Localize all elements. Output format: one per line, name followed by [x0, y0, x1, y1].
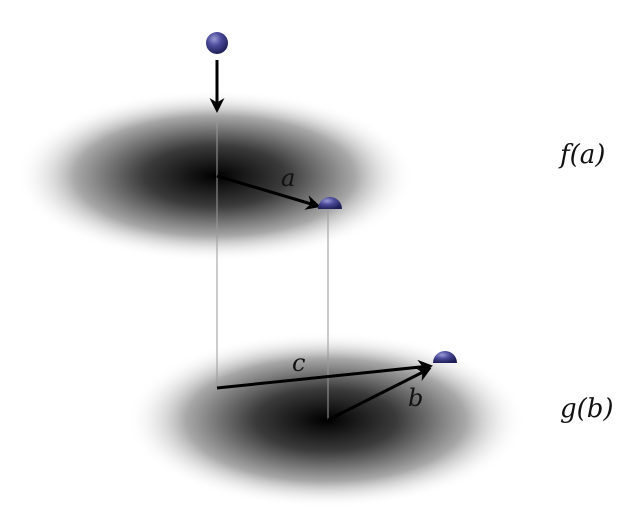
arrow-a [216, 174, 321, 210]
label-b: b [408, 384, 423, 412]
bottom-landscape-basin [126, 332, 526, 508]
top-landscape-basin [15, 90, 415, 262]
arrow-c [216, 359, 433, 390]
label-c: c [292, 349, 305, 377]
label-a: a [281, 164, 295, 192]
arrow-b [327, 367, 432, 422]
bottom-plane-label: g(b) [560, 394, 614, 424]
half-ball-top [318, 197, 342, 209]
half-ball-bottom [433, 351, 457, 363]
falling-ball [206, 32, 228, 54]
top-plane-label: f(a) [560, 140, 606, 170]
